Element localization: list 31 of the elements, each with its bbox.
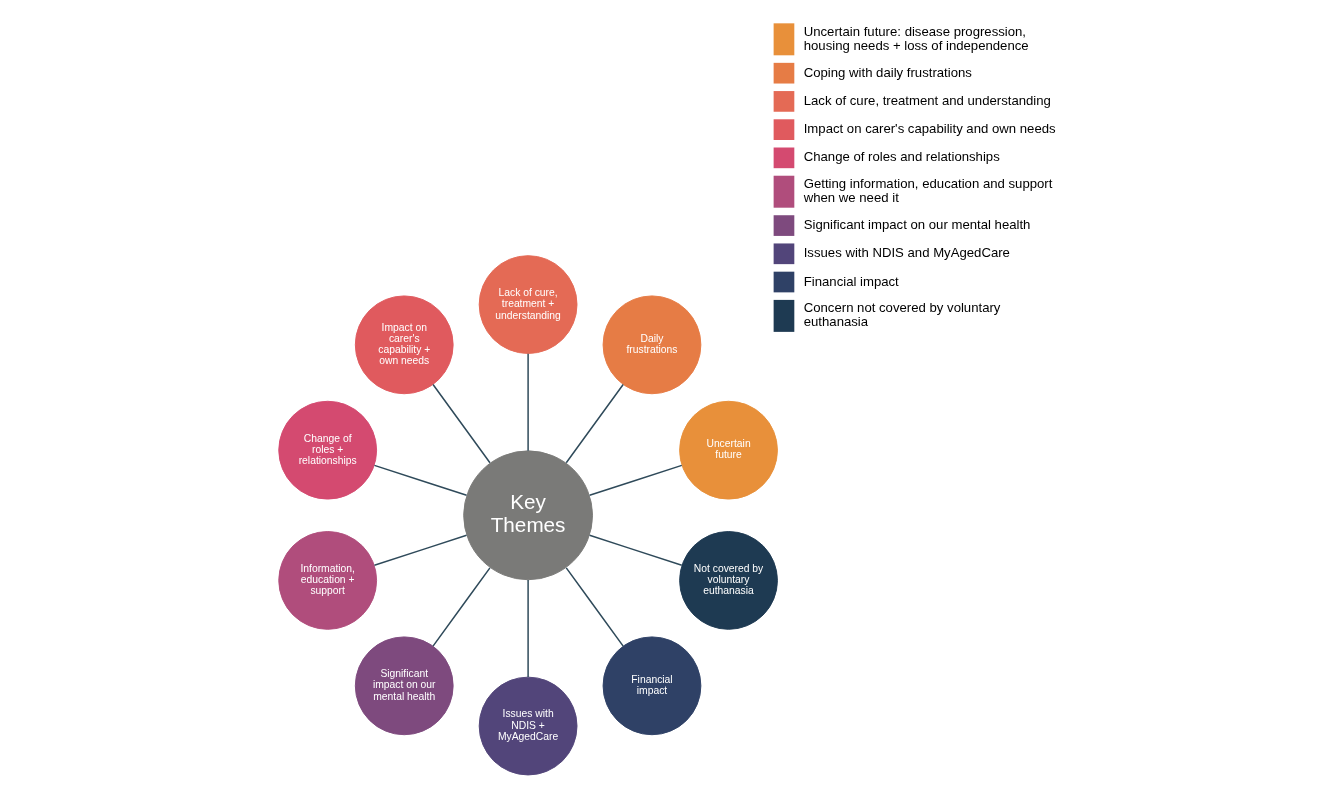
node-circle: Lack of cure, treatment + understanding (478, 255, 577, 354)
connector (565, 567, 624, 647)
legend-label: Financial impact (803, 273, 899, 289)
node-circle: Impact on carer's capability + own needs (354, 295, 454, 395)
connector (526, 579, 529, 678)
node-circle: Key Themes (462, 450, 593, 581)
connector (431, 383, 491, 464)
legend-label: Issues with NDIS and MyAgedCare (803, 245, 1010, 261)
legend-label: Impact on carer's capability and own needs (803, 121, 1056, 137)
connector (526, 352, 529, 452)
legend-label: Concern not covered by voluntary euthanasia (803, 300, 1000, 330)
legend-label: Significant impact on our mental health (803, 217, 1030, 233)
connector (588, 534, 683, 566)
node-circle: Change of roles + relationships (277, 400, 377, 500)
legend-label: Getting information, education and support when we need it (803, 176, 1052, 206)
node-circle: Financial impact (602, 636, 701, 736)
connector (588, 464, 683, 497)
legend-label: Lack of cure, treatment and understanding (803, 92, 1051, 108)
node-circle: Uncertain future (678, 400, 778, 500)
legend-label: Change of roles and relationships (803, 149, 1000, 165)
legend-label: Coping with daily frustrations (803, 64, 972, 80)
node-circle: Significant impact on our mental health (354, 636, 454, 736)
connector (373, 534, 467, 566)
connector (431, 567, 491, 647)
node-circle: Daily frustrations (602, 295, 701, 395)
connector (373, 464, 467, 497)
node-circle: Information, education + support (277, 531, 377, 630)
node-circle: Not covered by voluntary euthanasia (678, 531, 778, 630)
legend-label: Uncertain future: disease progression, housing needs + loss of independence (803, 23, 1029, 53)
connector (565, 383, 624, 464)
node-circle: Issues with NDIS + MyAgedCare (478, 676, 577, 776)
